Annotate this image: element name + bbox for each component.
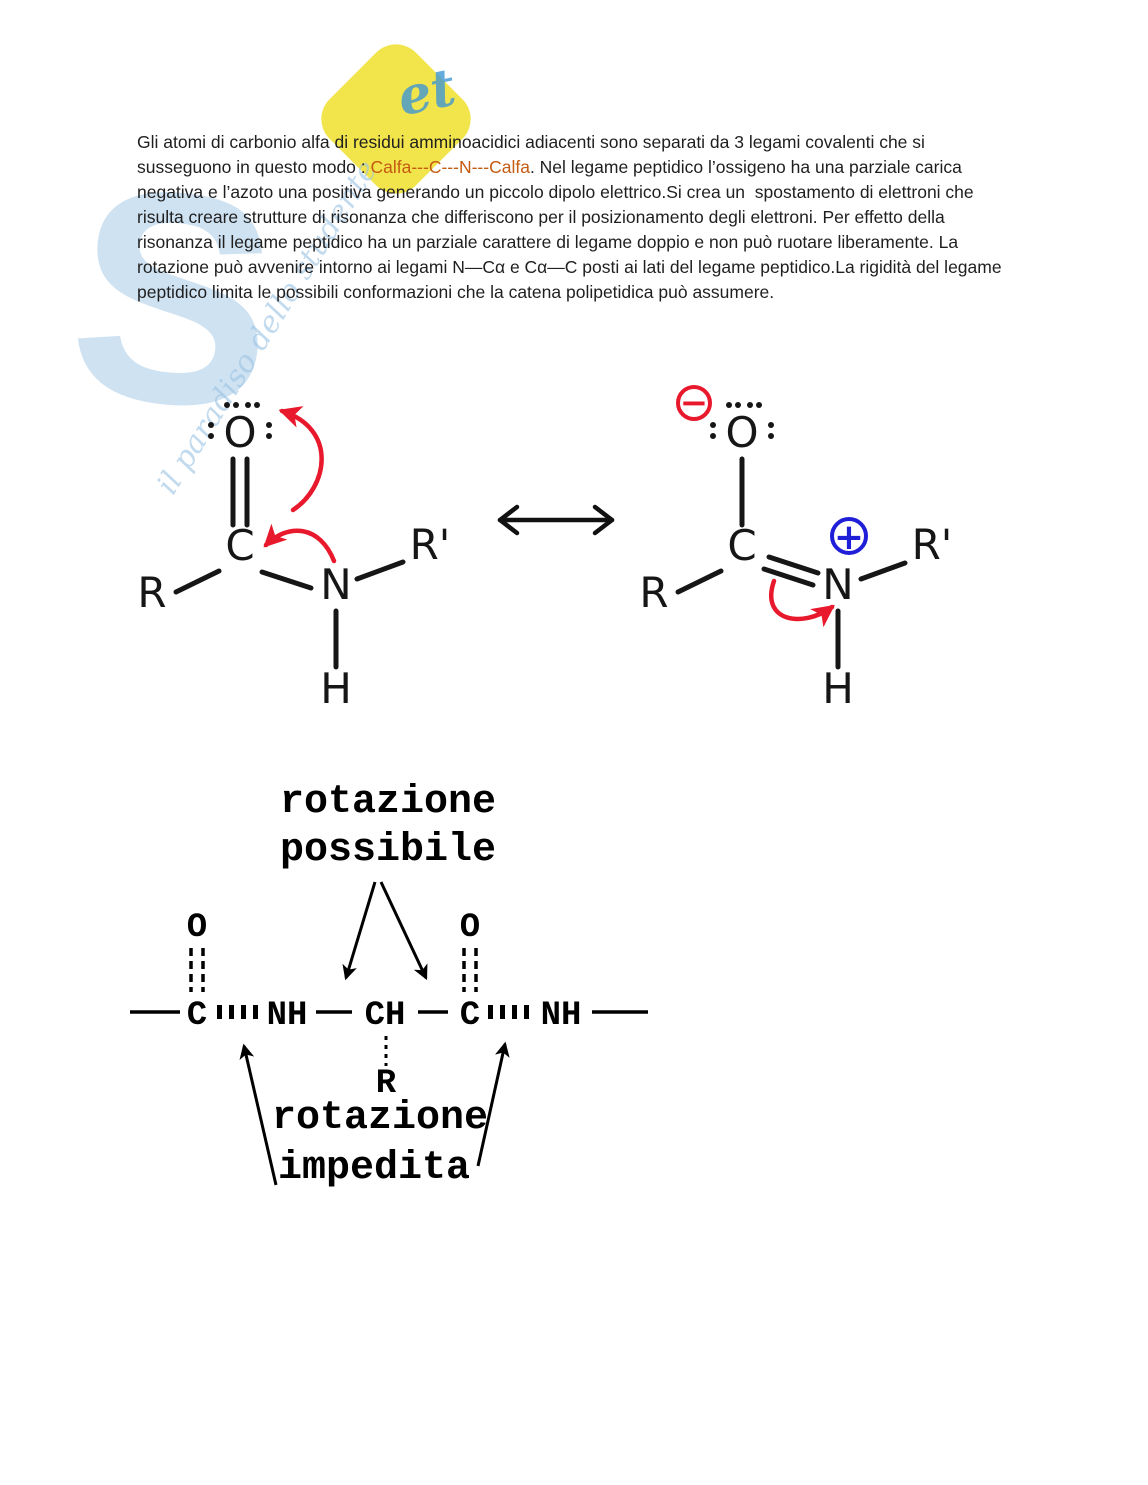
label-rotation-impeded-line2: impedita [278,1146,470,1191]
atom-carbon: C [225,521,254,570]
chain-atom-nh2: NH [541,997,582,1035]
c-n-double-bond [761,554,821,588]
electron-push-arrow-under-n [769,578,835,628]
watermark-logo-fragment: et [392,56,461,129]
atom-r-group: R [137,568,166,617]
electron-push-arrow-to-oxygen [278,406,324,513]
atom-oxygen: O [223,408,256,457]
c-r-bond [173,568,222,595]
c-r-bond [675,568,724,595]
peptide-backbone-chain: C NH CH C NH O O R [130,909,648,1103]
atom-hydrogen: H [822,664,854,713]
electron-push-arrow-n-to-c [263,523,337,564]
atom-oxygen: O [725,408,758,457]
resonance-structure-right: − O C R N + R' H [639,383,952,713]
atom-rprime-group: R' [912,520,953,569]
oxygen-lone-pairs-icon [710,402,774,439]
positive-charge-sign: + [834,517,864,558]
chain-atom-o1: O [187,909,207,947]
chain-atom-c1: C [187,997,207,1035]
positive-charge-circle-icon [830,517,868,555]
atom-rprime-group: R' [410,520,451,569]
chain-atom-ch: CH [365,997,406,1035]
rotation-impeded-arrows-icon [239,1041,510,1186]
c-o-double-bond [230,456,250,528]
atom-nitrogen: N [822,560,853,609]
chain-atom-c2: C [460,997,480,1035]
label-rotation-impeded-line1: rotazione [272,1096,488,1141]
resonance-structure-left: O C R N R' H [137,402,450,713]
n-rprime-bond [354,559,406,582]
negative-charge-sign: − [680,383,709,423]
rotation-possible-arrows-icon [342,881,428,981]
resonance-double-arrow-icon [497,504,615,536]
chain-atom-o2: O [460,909,480,947]
atom-carbon: C [727,521,756,570]
chain-atom-r: R [376,1065,397,1103]
paragraph-segment-1: Gli atomi di carbonio alfa di residui am… [137,132,930,177]
c2-o2-double-bond [462,948,478,992]
c-n-bond [259,569,314,591]
oxygen-lone-pairs-icon [208,402,272,439]
label-rotation-possible-line1: rotazione [280,780,496,825]
atom-hydrogen: H [320,664,352,713]
atom-nitrogen: N [320,560,351,609]
negative-charge-circle-icon [676,385,712,421]
resonance-structures-figure: O C R N R' H − O C R [137,383,952,713]
paragraph-segment-2: . Nel legame peptidico l’ossigeno ha una… [137,157,1007,302]
paragraph-formula-segment: Calfa---C---N---Calfa [370,157,530,177]
body-paragraph: Gli atomi di carbonio alfa di residui am… [137,130,1021,305]
n-rprime-bond [858,560,908,582]
chain-atom-nh1: NH [267,997,308,1035]
peptide-rotation-figure: rotazione possibile C NH CH C NH O O R r… [130,780,648,1191]
atom-r-group: R [639,568,668,617]
c1-o1-double-bond [189,948,205,992]
label-rotation-possible-line2: possibile [280,828,496,873]
